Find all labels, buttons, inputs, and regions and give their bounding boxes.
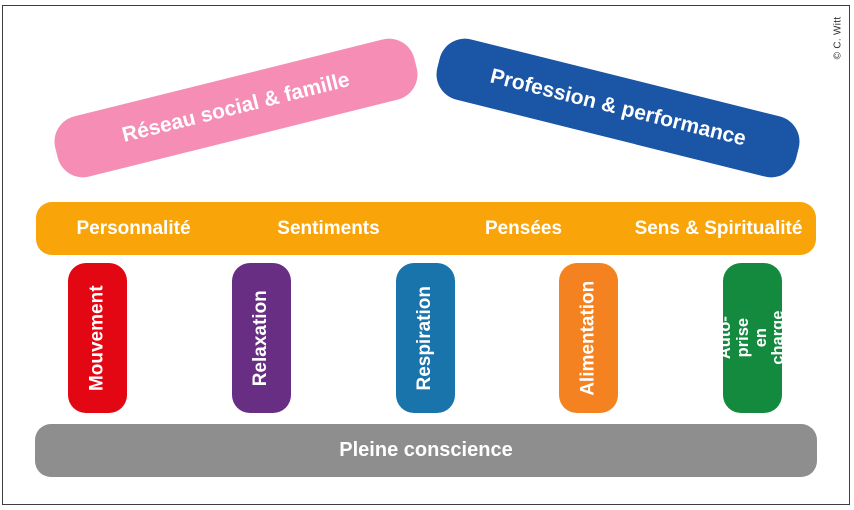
crossbar-item-pensees: Pensées [484,217,563,239]
crossbar-item-sens-spiritualite: Sens & Spiritualité [634,217,803,239]
base-bar-label: Pleine conscience [339,439,513,461]
crossbar-item-sentiments: Sentiments [277,217,380,239]
pillar-relaxation-label: Relaxation [250,289,272,387]
pillar-auto-prise-en-charge-label: Auto-prise en charge [715,310,788,366]
pillar-respiration: Respiration [396,263,455,413]
roof-beam-social-family: Réseau social & famille [48,33,424,183]
roof-beam-social-family-label: Réseau social & famille [119,68,352,147]
roof-beam-profession-performance-label: Profession & performance [487,64,749,151]
pillar-mouvement: Mouvement [68,263,127,413]
pillar-relaxation: Relaxation [232,263,291,413]
pillar-respiration-label: Respiration [414,285,436,391]
roof-beam-profession-performance: Profession & performance [430,33,806,183]
pillar-mouvement-label: Mouvement [86,285,108,391]
pillar-auto-prise-en-charge: Auto-prise en charge [716,263,787,413]
base-bar-pleine-conscience: Pleine conscience [35,424,817,477]
crossbar: Personnalité Sentiments Pensées Sens & S… [36,202,816,255]
crossbar-item-personnalite: Personnalité [76,217,191,239]
photo-credit: © C. Witt [832,16,844,60]
pillar-alimentation: Alimentation [559,263,618,413]
pillar-alimentation-label: Alimentation [577,280,599,396]
